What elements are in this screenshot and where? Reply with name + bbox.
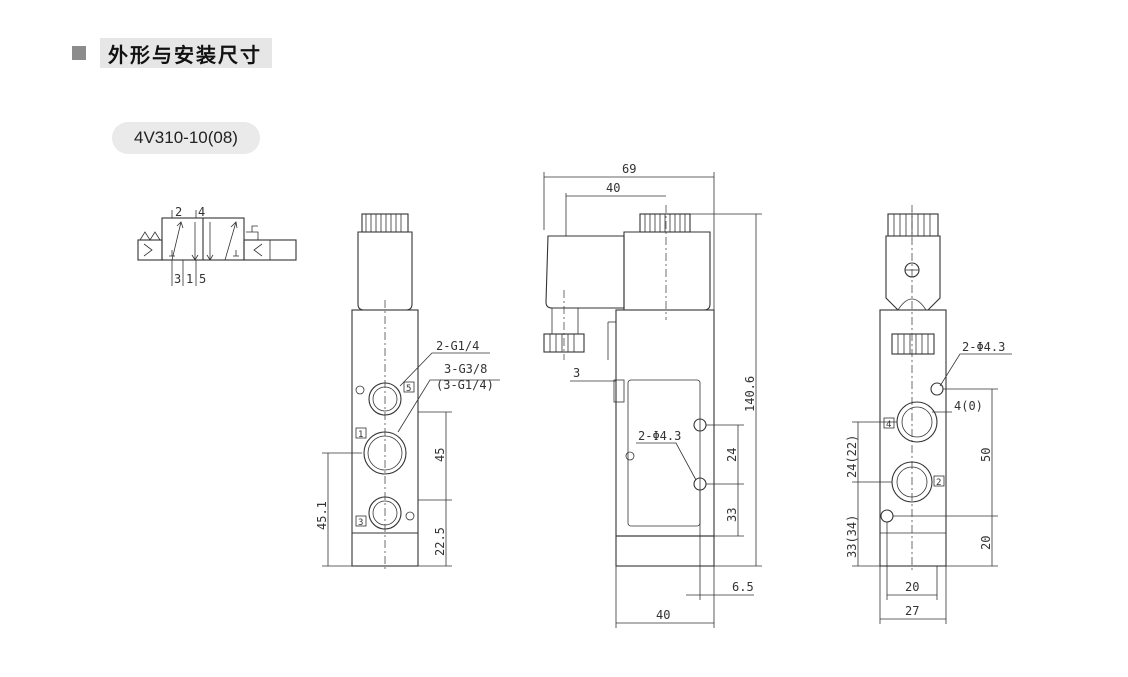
port-1	[363, 431, 407, 475]
valve-body-side	[615, 309, 715, 537]
symbol-port-4: 4	[198, 205, 205, 219]
port-4	[896, 401, 938, 443]
symbol-port-1: 1	[186, 272, 193, 286]
symbol-port-3: 3	[174, 272, 181, 286]
section-square-icon	[72, 46, 86, 60]
label-side-holes: 2-Φ4.3	[638, 429, 681, 443]
dim-40-top: 40	[606, 181, 620, 195]
dim-27: 27	[905, 604, 919, 618]
manual-override-icon	[246, 225, 259, 240]
label-3-g1-4: (3-G1/4)	[436, 378, 494, 392]
end-view: 4 2 2-Φ4.3 4(0) 50 20 24(22) 33(34) 2	[845, 205, 1012, 624]
end-cap-side	[615, 535, 715, 567]
port-5	[368, 382, 402, 416]
marker-1-box	[355, 427, 367, 439]
model-label: 4V310-10(08)	[112, 122, 260, 154]
connector-nut-end	[891, 333, 935, 355]
valve-body-front	[351, 309, 419, 567]
section-header: 外形与安装尺寸	[72, 38, 272, 68]
marker-4: 4	[886, 420, 891, 430]
dim-69: 69	[622, 162, 636, 176]
solenoid-cap-end	[887, 213, 939, 237]
solenoid-coil	[357, 231, 413, 311]
dim-33: 33	[725, 508, 739, 522]
solenoid-arrow-icon	[253, 243, 263, 257]
dim-6-5: 6.5	[732, 580, 754, 594]
dim-4-0: 4(0)	[954, 399, 983, 413]
marker-3-box	[355, 515, 367, 527]
dim-33-34: 33(34)	[845, 515, 859, 558]
marker-2-box	[933, 475, 945, 487]
section-title: 外形与安装尺寸	[100, 38, 272, 68]
dim-40-bottom: 40	[656, 608, 670, 622]
dim-20-right: 20	[979, 536, 993, 550]
label-end-holes: 2-Φ4.3	[962, 340, 1005, 354]
marker-2: 2	[936, 478, 941, 488]
marker-1: 1	[358, 430, 363, 440]
dim-22-5: 22.5	[433, 527, 447, 556]
symbol-left-actuator	[137, 239, 163, 261]
marker-3: 3	[358, 518, 363, 528]
dim-24: 24	[725, 448, 739, 462]
symbol-port-5: 5	[199, 272, 206, 286]
solenoid-coil-side	[623, 231, 711, 311]
symbol-port-2: 2	[175, 205, 182, 219]
port-3	[368, 496, 402, 530]
label-2-g1-4: 2-G1/4	[436, 339, 479, 353]
manual-override	[613, 379, 625, 403]
spring-icon	[139, 231, 161, 241]
dim-24-22: 24(22)	[845, 435, 859, 478]
connector-housing	[545, 235, 625, 309]
marker-5-box	[403, 381, 415, 393]
marker-4-box	[883, 417, 895, 429]
dim-50: 50	[979, 448, 993, 462]
dim-140-6: 140.6	[743, 376, 757, 412]
front-view: 5 1 3 2-G1/4 3-G3/8 (3-G1/4) 45 22.5 45.…	[315, 213, 500, 572]
connector-gland	[551, 307, 579, 335]
valve-symbol: 2 4 3 1 5	[137, 205, 297, 286]
valve-body-end	[879, 309, 947, 567]
gasket-outline	[627, 379, 701, 527]
end-mount-hole-bottom	[880, 509, 894, 523]
dim-20-bottom: 20	[905, 580, 919, 594]
label-3-g3-8: 3-G3/8	[444, 362, 487, 376]
dim-3: 3	[573, 366, 580, 380]
dim-45: 45	[433, 448, 447, 462]
dim-45-1: 45.1	[315, 501, 329, 530]
side-view: 69 40 140.6 3 2-Φ4.3 24 33 6.5	[543, 162, 762, 628]
symbol-left-arrowhead	[143, 243, 153, 257]
marker-5: 5	[406, 384, 411, 394]
